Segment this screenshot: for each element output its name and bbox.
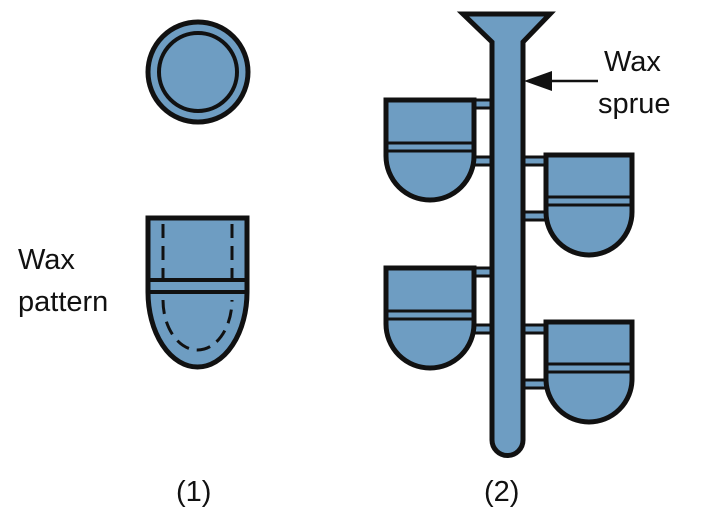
wax-sprue-label-line2: sprue [598,88,671,120]
step-2-label: (2) [484,476,520,508]
sprue-arrow [524,71,598,91]
wax-pattern-1 [383,97,477,203]
wax-pattern-label-line1: Wax [18,244,75,276]
wax-pattern-label-line2: pattern [18,286,109,318]
wax-pattern-4 [543,319,635,425]
step-1-label: (1) [176,476,212,508]
wax-pattern-2 [543,152,635,258]
wax-pattern-top-view [145,19,251,125]
sprue-tree [383,11,635,458]
wax-pattern-side-view [145,215,250,370]
wax-pattern-3 [383,265,477,371]
wax-sprue [456,11,556,458]
wax-sprue-label-line1: Wax [604,46,661,78]
